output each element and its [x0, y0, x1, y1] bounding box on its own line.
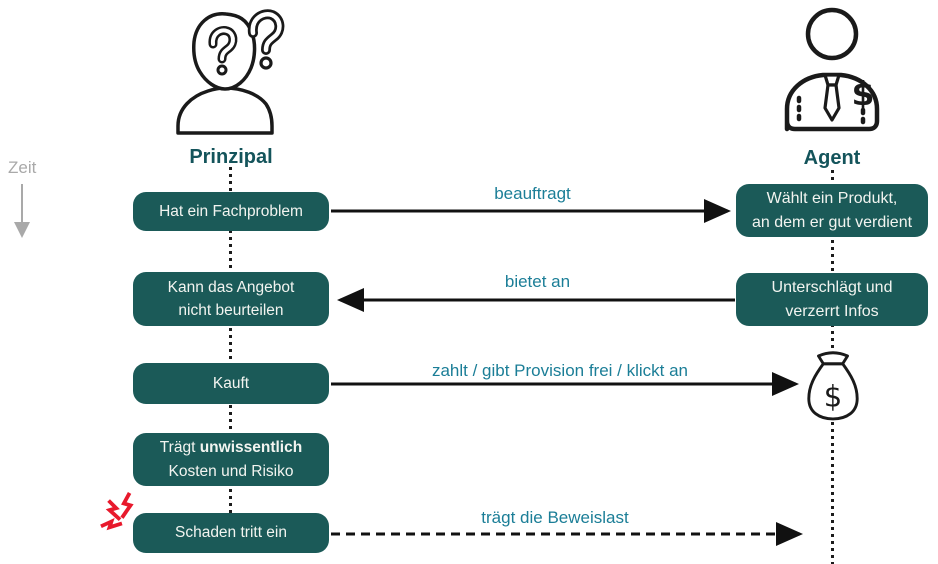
actor-label-agent: Agent [803, 147, 861, 169]
step-box-fachproblem: Hat ein Fachproblem [133, 192, 329, 231]
message-label-beweislast: trägt die Beweislast [481, 508, 629, 527]
red-lightning-impact-icon [100, 491, 134, 531]
message-label-zahlt: zahlt / gibt Provision frei / klickt an [431, 361, 689, 380]
step-box-waehlt-produkt: Wählt ein Produkt,an dem er gut verdient [736, 184, 928, 237]
confused-person-question-icon [176, 9, 285, 135]
message-label-beauftragt: beauftragt [494, 184, 571, 203]
money-bag-icon: $ [807, 351, 859, 421]
businessman-tie-dollar-icon: $ [784, 7, 880, 132]
step-box-schaden: Schaden tritt ein [133, 513, 329, 553]
svg-text:$: $ [824, 379, 842, 413]
message-label-bietet-an: bietet an [504, 272, 571, 291]
principal-lifeline [229, 167, 232, 513]
time-label: Zeit [8, 158, 37, 177]
svg-text:$: $ [852, 74, 875, 113]
step-box-kauft: Kauft [133, 363, 329, 404]
actor-label-principal: Prinzipal [189, 146, 273, 168]
